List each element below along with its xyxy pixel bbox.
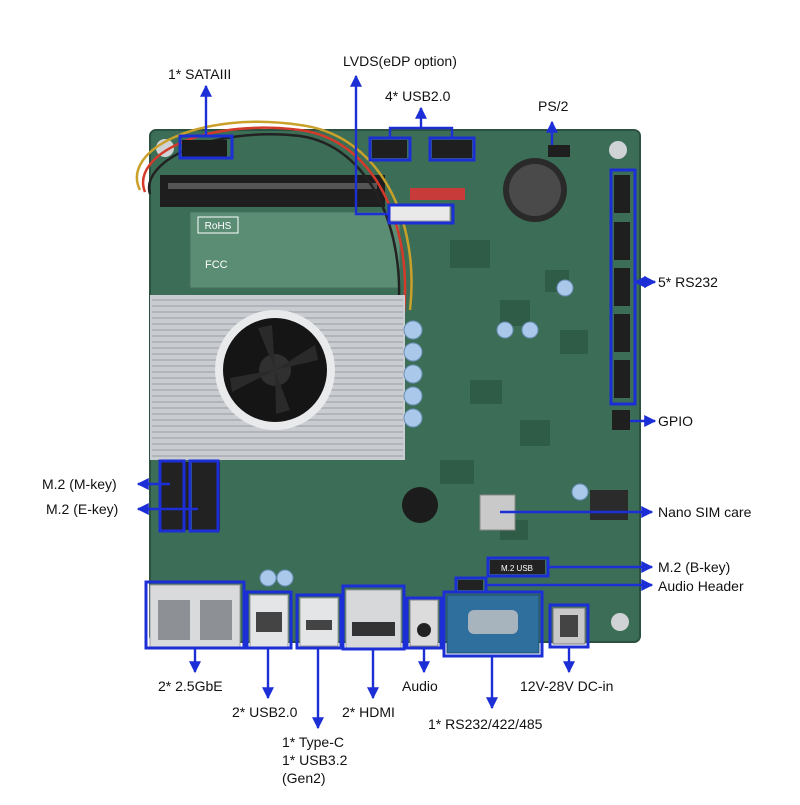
label-m2-e: M.2 (E-key) (46, 501, 119, 517)
label-lvds: LVDS(eDP option) (343, 53, 457, 69)
label-type-c-3: (Gen2) (282, 770, 326, 786)
label-usb-header: 4* USB2.0 (385, 88, 451, 104)
label-rs232x5: 5* RS232 (658, 274, 718, 290)
sata-connector (182, 140, 227, 158)
rear-io (149, 584, 586, 654)
label-type-c-2: 1* USB3.2 (282, 752, 348, 768)
label-m2-b: M.2 (B-key) (658, 559, 731, 575)
inductor (590, 490, 628, 520)
label-hdmi: 2* HDMI (342, 704, 395, 720)
label-gbe: 2* 2.5GbE (158, 678, 223, 694)
m2-b-slot: M.2 USB (490, 560, 545, 574)
callout-arrows (136, 74, 657, 730)
buzzer (402, 487, 438, 523)
label-audio-header: Audio Header (658, 578, 744, 594)
capacitors (259, 279, 589, 587)
label-nano-sim: Nano SIM care (658, 504, 752, 520)
svg-text:RoHS: RoHS (205, 221, 232, 232)
sodimm-slot (160, 175, 401, 289)
sata-cable (135, 120, 413, 315)
rs232-headers (614, 175, 630, 398)
label-type-c-1: 1* Type-C (282, 734, 344, 750)
red-header (410, 188, 465, 200)
m2-e-slot (192, 462, 220, 530)
rohs-mark: RoHS (197, 216, 239, 234)
cpu-heatsink (150, 295, 405, 460)
label-com: 1* RS232/422/485 (428, 716, 543, 732)
ps2-header (548, 145, 570, 157)
m2-usb-mark: M.2 USB (501, 564, 533, 573)
label-m2-m: M.2 (M-key) (42, 476, 117, 492)
fcc-mark: FCC (205, 259, 228, 271)
lvds-connector (389, 204, 451, 222)
label-ps2: PS/2 (538, 98, 569, 114)
label-sata: 1* SATAIII (168, 66, 232, 82)
audio-header-pins (458, 580, 483, 590)
label-dcin: 12V-28V DC-in (520, 678, 614, 694)
label-audio: Audio (402, 678, 438, 694)
usb-header-right (432, 140, 472, 158)
label-gpio: GPIO (658, 413, 694, 429)
label-usb2-rear: 2* USB2.0 (232, 704, 298, 720)
gpio-header (612, 410, 630, 430)
usb-header-left (372, 140, 407, 158)
cmos-battery (503, 158, 567, 222)
